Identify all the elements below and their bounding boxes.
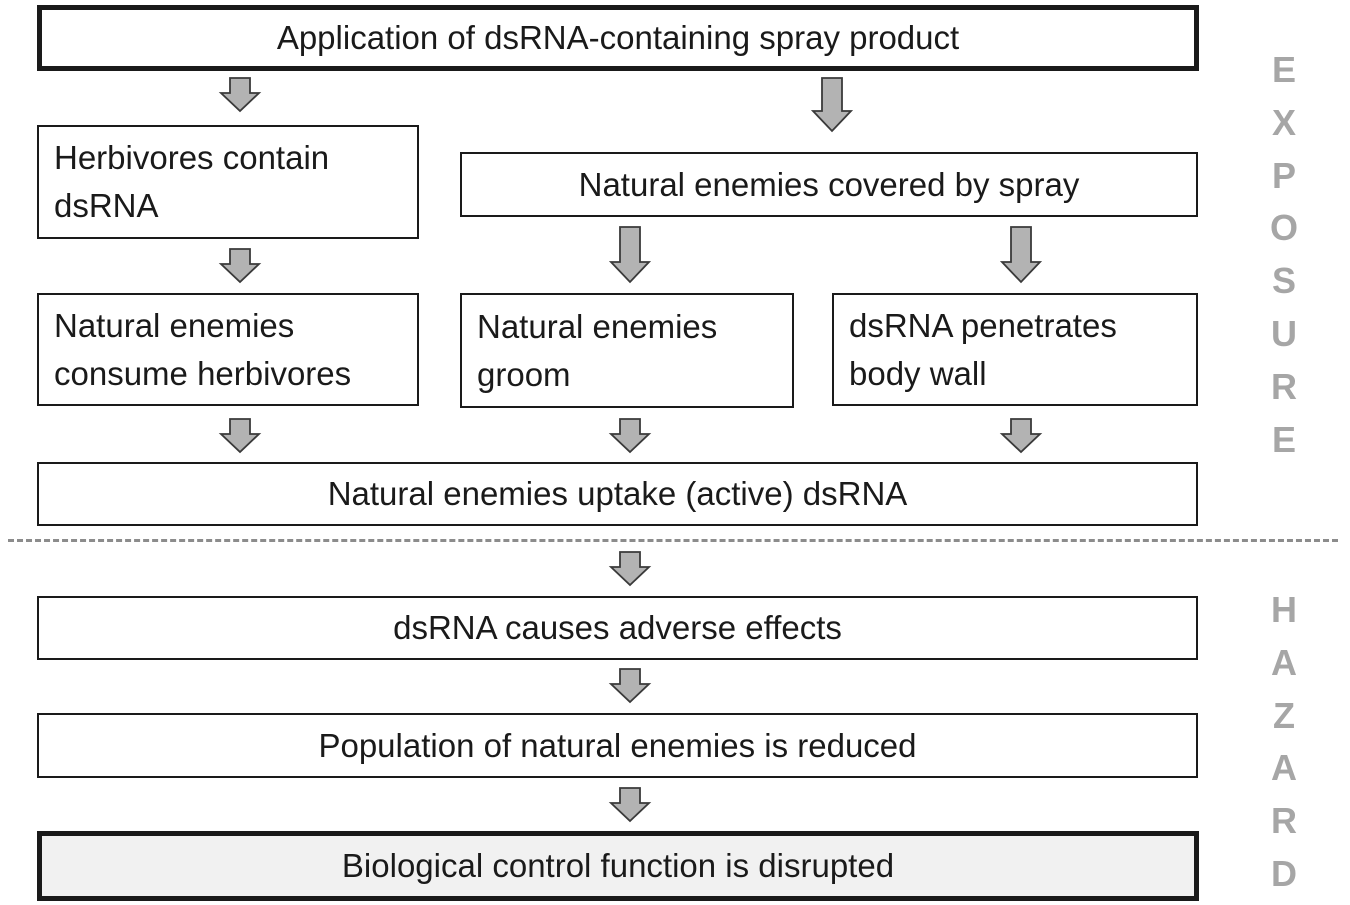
side-label-letter: A	[1271, 747, 1297, 789]
arrow-down-icon	[999, 418, 1043, 454]
box-adverse: dsRNA causes adverse effects	[37, 596, 1198, 660]
arrow-down-icon	[608, 226, 652, 284]
box-uptake-text: Natural enemies uptake (active) dsRNA	[327, 475, 908, 512]
side-label-letter: E	[1271, 418, 1296, 460]
box-adverse-text: dsRNA causes adverse effects	[393, 609, 842, 646]
side-label-letter: Z	[1273, 694, 1295, 736]
box-covered-text: Natural enemies covered by spray	[578, 165, 1080, 203]
box-population: Population of natural enemies is reduced	[37, 713, 1198, 778]
arrow-down-icon	[999, 226, 1043, 284]
box-covered: Natural enemies covered by spray	[460, 152, 1198, 217]
box-biocontrol: Biological control function is disrupted	[37, 831, 1199, 901]
arrow-down-icon	[810, 77, 854, 133]
side-label-letter: S	[1271, 260, 1296, 302]
side-label-letter: P	[1271, 154, 1296, 196]
box-application-text: Application of dsRNA-containing spray pr…	[276, 19, 960, 56]
arrow-down-icon	[608, 787, 652, 823]
side-label-letter: O	[1269, 207, 1298, 249]
arrow-down-icon	[608, 551, 652, 587]
box-application: Application of dsRNA-containing spray pr…	[37, 5, 1199, 71]
box-uptake: Natural enemies uptake (active) dsRNA	[37, 462, 1198, 526]
side-label-letter: R	[1271, 365, 1297, 407]
side-label-letter: A	[1271, 641, 1297, 683]
box-herbivores: Herbivores contain dsRNA	[37, 125, 419, 239]
box-penetrates: dsRNA penetrates body wall	[832, 293, 1198, 406]
side-label-letter: R	[1271, 800, 1297, 842]
box-biocontrol-text: Biological control function is disrupted	[341, 847, 895, 884]
side-label-letter: H	[1271, 589, 1297, 630]
arrow-down-icon	[218, 418, 262, 454]
arrow-down-icon	[608, 668, 652, 704]
side-label-letter: D	[1271, 852, 1297, 894]
side-label-letter: E	[1271, 49, 1296, 90]
box-consume-text: Natural enemies consume herbivores	[54, 306, 352, 392]
box-groom-text: Natural enemies groom	[477, 307, 718, 393]
box-groom: Natural enemies groom	[460, 293, 794, 408]
side-label-letter: U	[1271, 312, 1297, 354]
side-label-letter: X	[1271, 101, 1296, 143]
arrow-down-icon	[608, 418, 652, 454]
box-consume: Natural enemies consume herbivores	[37, 293, 419, 406]
arrow-down-icon	[218, 77, 262, 113]
box-penetrates-text: dsRNA penetrates body wall	[849, 306, 1117, 392]
arrow-down-icon	[218, 248, 262, 284]
box-herbivores-text: Herbivores contain dsRNA	[54, 139, 330, 224]
box-population-text: Population of natural enemies is reduced	[318, 726, 917, 764]
exposure-hazard-divider	[8, 539, 1338, 542]
